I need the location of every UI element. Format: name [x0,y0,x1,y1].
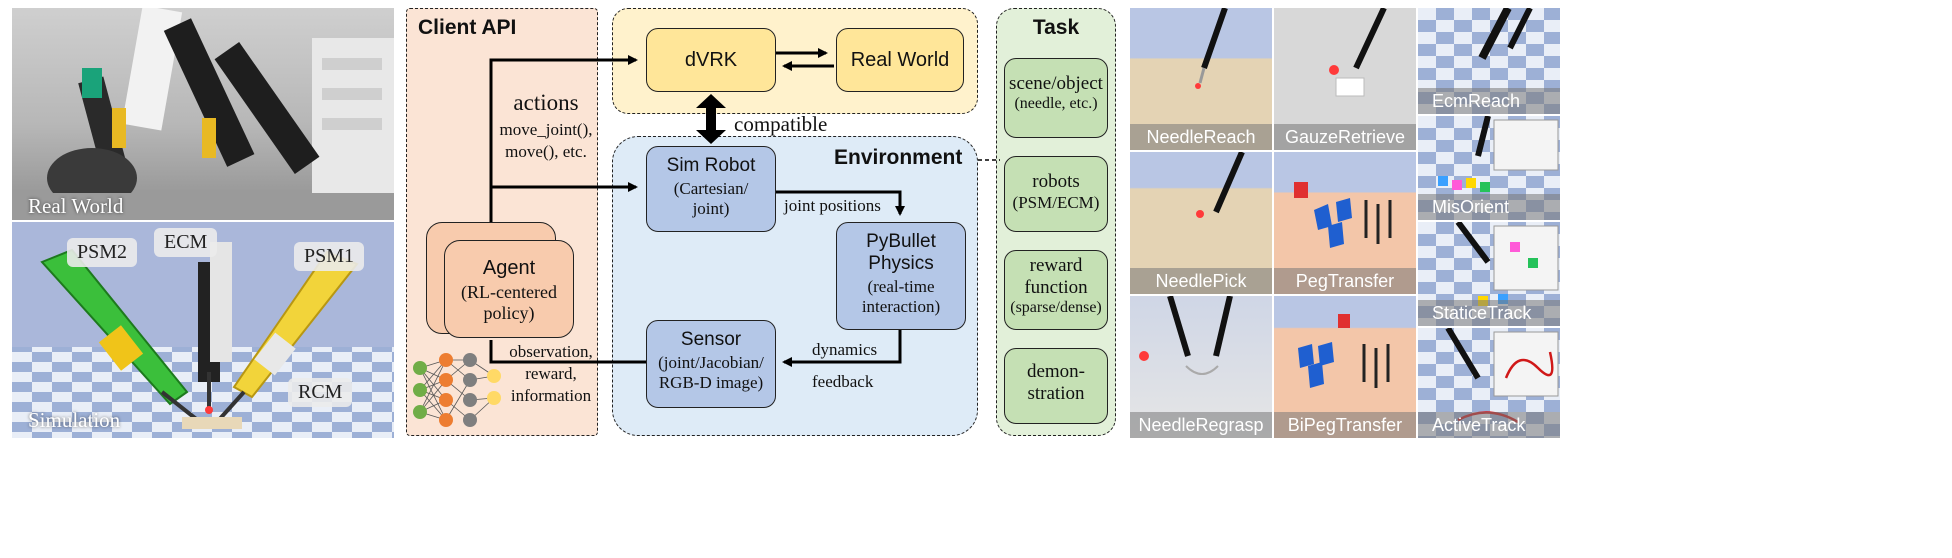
actions-line-1: move_joint(), [499,120,593,139]
agent-box: Agent (RL-centered policy) [444,240,574,338]
simulation-label: Simulation [28,408,121,432]
needle-regrasp-render [1139,296,1233,375]
simulation-render: PSM2 ECM PSM1 RCM Simulation [12,222,394,438]
client-api-title: Client API [418,16,517,39]
task-item-reward-line-2: function [1024,277,1088,298]
task-item-demo-line-1: demon- [1026,361,1086,382]
task-item-demo-line-2: stration [1027,383,1085,404]
task-item-demonstration: demon- stration [1004,348,1108,424]
task-title: Task [1032,16,1080,39]
observation-line-3: information [510,386,592,405]
task-item-robots-line-1: robots [1032,171,1080,192]
pybullet-line-4: interaction) [861,297,941,316]
tile-needle-pick-label: NeedlePick [1130,268,1272,294]
joint-positions-label: joint positions [784,196,881,215]
real-world-label: Real World [28,194,124,218]
tile-bi-peg-transfer: BiPegTransfer [1274,296,1416,438]
tile-mis-orient: MisOrient [1418,116,1560,220]
task-item-scene-object: scene/object (needle, etc.) [1004,58,1108,138]
sim-robot-box: Sim Robot (Cartesian/ joint) [646,146,776,232]
tile-needle-pick: NeedlePick [1130,152,1272,294]
dvrk-box: dVRK [646,28,776,92]
tile-needle-reach-label: NeedleReach [1130,124,1272,150]
sensor-box: Sensor (joint/Jacobian/ RGB-D image) [646,320,776,408]
tile-statice-track: StaticeTrack [1418,222,1560,326]
real-robot-illustration [12,8,394,220]
ecm-reach-render [1478,8,1533,60]
task-item-scene-line-1: scene/object [1009,73,1103,94]
neural-network-icon [413,353,501,427]
needle-reach-render [1195,8,1228,89]
dvrk-label: dVRK [684,48,738,71]
real-world-box: Real World [836,28,964,92]
pybullet-line-3: (real-time [867,277,935,296]
sensor-line-1: (joint/Jacobian/ [658,353,764,372]
dynamics-label: dynamics [812,340,878,359]
task-item-robots-line-2: (PSM/ECM) [1012,193,1100,212]
rcm-callout: RCM [288,378,353,407]
tile-needle-regrasp-label: NeedleRegrasp [1130,412,1272,438]
tile-gauze-retrieve: GauzeRetrieve [1274,8,1416,150]
tile-peg-transfer: PegTransfer [1274,152,1416,294]
tile-ecm-reach-label: EcmReach [1418,88,1560,114]
tile-peg-transfer-label: PegTransfer [1274,268,1416,294]
sensor-line-2: RGB-D image) [658,373,764,392]
sim-robot-line-2: joint) [692,199,730,218]
sim-robot-title: Sim Robot [666,155,756,176]
actions-title: actions [513,90,579,115]
feedback-label: feedback [812,372,874,391]
tile-active-track-label: ActiveTrack [1418,412,1560,438]
pybullet-box: PyBullet Physics (real-time interaction) [836,222,966,330]
tile-needle-regrasp: NeedleRegrasp [1130,296,1272,438]
needle-pick-render [1196,152,1245,218]
tile-needle-reach: NeedleReach [1130,8,1272,150]
sim-robot-line-1: (Cartesian/ [673,179,749,198]
bi-peg-transfer-render [1298,314,1390,388]
task-item-reward-line-1: reward [1029,255,1083,276]
pybullet-line-1: PyBullet [866,231,936,252]
psm1-callout: PSM1 [294,242,365,271]
environment-title: Environment [834,146,963,169]
task-item-reward-line-3: (sparse/dense) [1010,299,1102,316]
task-item-reward: reward function (sparse/dense) [1004,250,1108,330]
observation-line-2: reward, [525,364,577,383]
tile-bi-peg-transfer-label: BiPegTransfer [1274,412,1416,438]
observation-line-1: observation, [509,342,593,361]
agent-line-2: policy) [483,303,535,323]
task-item-robots: robots (PSM/ECM) [1004,156,1108,232]
agent-title: Agent [482,257,536,279]
compatible-label: compatible [734,112,828,136]
tile-statice-track-label: StaticeTrack [1418,300,1560,326]
ecm-callout: ECM [154,228,218,257]
gauze-retrieve-render [1329,8,1387,97]
peg-transfer-render [1294,182,1392,248]
tile-ecm-reach: EcmReach [1418,8,1560,114]
real-world-box-label: Real World [850,48,950,71]
statice-track-render [1455,222,1559,306]
task-item-scene-line-2: (needle, etc.) [1014,95,1098,112]
actions-line-2: move(), etc. [505,142,587,161]
pybullet-line-2: Physics [868,253,934,274]
tile-mis-orient-label: MisOrient [1418,194,1560,220]
psm2-callout: PSM2 [67,238,138,267]
agent-line-1: (RL-centered [461,282,557,302]
tile-gauze-retrieve-label: GauzeRetrieve [1274,124,1416,150]
mis-orient-render [1438,116,1559,192]
real-world-photo: Real World [12,8,394,220]
tile-active-track: ActiveTrack [1418,328,1560,438]
sensor-title: Sensor [680,329,742,350]
